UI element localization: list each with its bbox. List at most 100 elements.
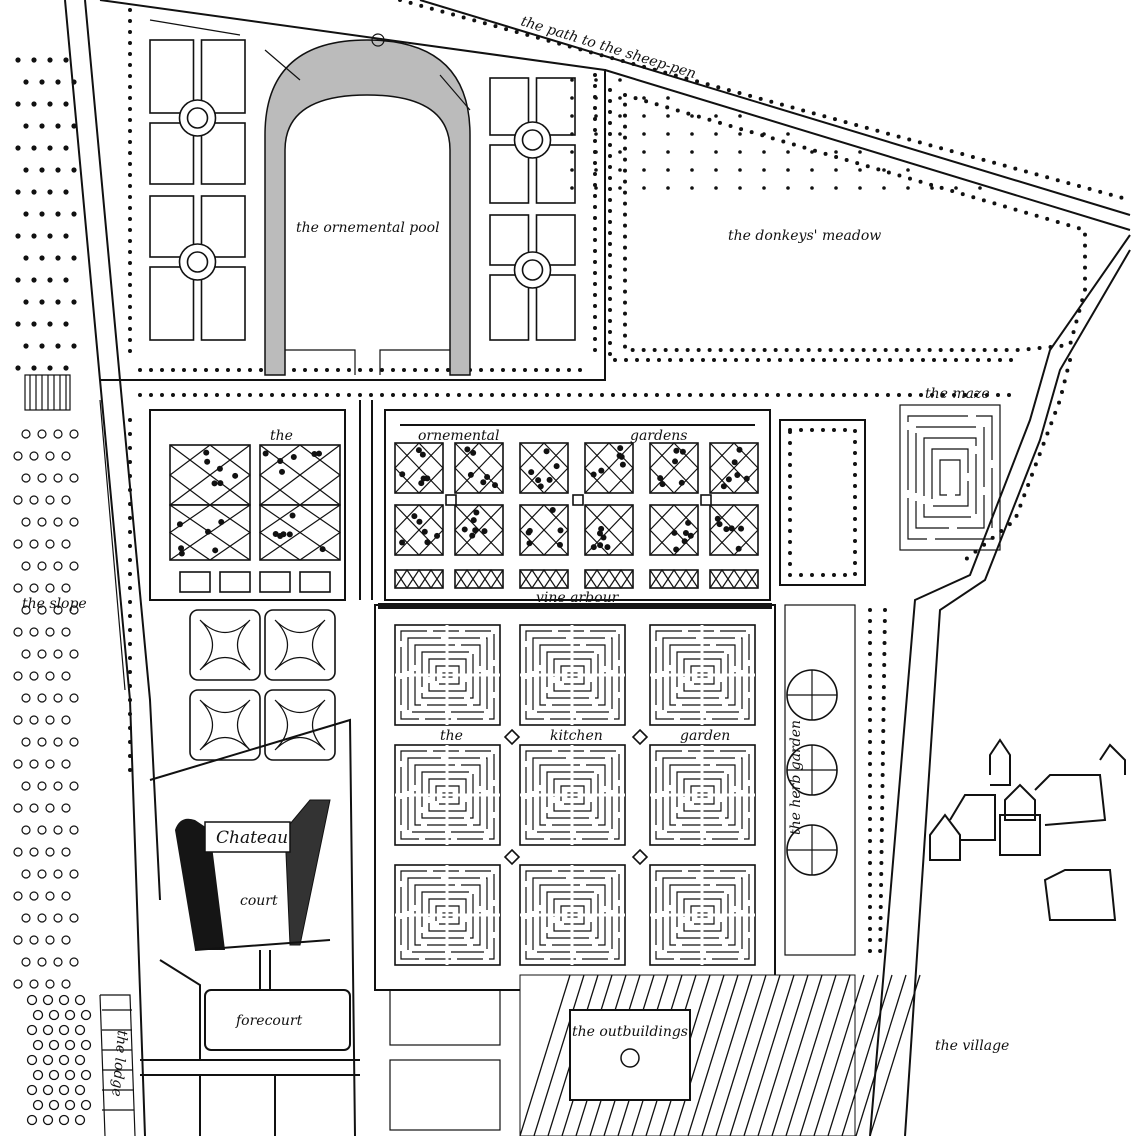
tree [882,186,886,190]
parterre-pattern [203,450,209,456]
tree [128,642,132,646]
tree [690,168,694,172]
tree [128,488,132,492]
tree [16,234,20,238]
parterre-pattern [424,475,430,481]
parterre-bed [202,40,246,113]
tree [32,366,36,370]
tree [690,132,694,136]
tree [72,344,76,348]
parterre-pattern [736,546,742,552]
parterre-pattern [732,459,738,465]
parterre-pattern [736,447,742,453]
tree [128,726,132,730]
tree [714,132,718,136]
tree [882,168,886,172]
tree [16,322,20,326]
parterre-pattern [538,483,544,489]
tree [64,278,68,282]
tree [64,58,68,62]
tree [128,460,132,464]
label-orn-ornemental: ornemental [418,428,499,444]
parterre-pattern [473,510,479,516]
parterre-pattern [471,517,477,523]
parterre-pattern [287,531,293,537]
parterre-pattern [179,550,185,556]
parterre-pattern [657,475,663,481]
tree [618,168,622,172]
tree [128,516,132,520]
tree [666,114,670,118]
parterre-pattern [715,516,721,522]
tree [56,300,60,304]
tree [594,150,598,154]
parterre-pattern [591,544,597,550]
tree [978,186,982,190]
parterre-bed [180,572,210,592]
tree [618,96,622,100]
parterre-pattern [316,451,322,457]
tree [570,132,574,136]
parterre-pattern [418,480,424,486]
parterre-pattern [734,472,740,478]
tree [738,186,742,190]
well [621,1049,639,1067]
tree [570,186,574,190]
tree [128,698,132,702]
tree [32,234,36,238]
parterre-pattern [723,526,729,532]
parterre-bed [260,572,290,592]
tree [40,300,44,304]
tree [16,102,20,106]
parterre-pattern [660,481,666,487]
tree [32,102,36,106]
tree [24,344,28,348]
tree [64,190,68,194]
fountain-circle [188,252,208,272]
tree [128,684,132,688]
parterre-bed [300,572,330,592]
parterre-pattern [177,521,183,527]
parterre-pattern [683,530,689,536]
tree [642,150,646,154]
parterre-pattern [672,458,678,464]
label-pool: the ornemental pool [296,220,440,236]
tree [24,80,28,84]
tree [32,278,36,282]
fountain-circle [523,130,543,150]
tree [738,132,742,136]
tree [594,96,598,100]
tree [64,146,68,150]
parterre-pattern [178,545,184,551]
tree [32,190,36,194]
parterre-bed [220,572,250,592]
parterre-pattern [528,469,534,475]
tree [834,150,838,154]
tree [32,322,36,326]
parterre-pattern [679,480,685,486]
label-kit-the: the [440,728,463,744]
tree [128,614,132,618]
tree [128,502,132,506]
tree [64,366,68,370]
tree [56,80,60,84]
tree [786,168,790,172]
tree [714,150,718,154]
trellis [395,570,443,588]
parterre-pattern [726,476,732,482]
tree [786,132,790,136]
tree [786,186,790,190]
parterre-pattern [480,479,486,485]
tree [690,114,694,118]
label-vine: vine arbour [536,590,620,606]
tree [594,78,598,82]
parterre-pattern [547,477,553,483]
parterre-pattern [673,448,679,454]
tree [48,322,52,326]
parterre-pattern [416,519,422,525]
tree [858,168,862,172]
marker [701,495,711,505]
tree [666,186,670,190]
label-orn-gardens: gardens [630,428,687,444]
tree [128,740,132,744]
